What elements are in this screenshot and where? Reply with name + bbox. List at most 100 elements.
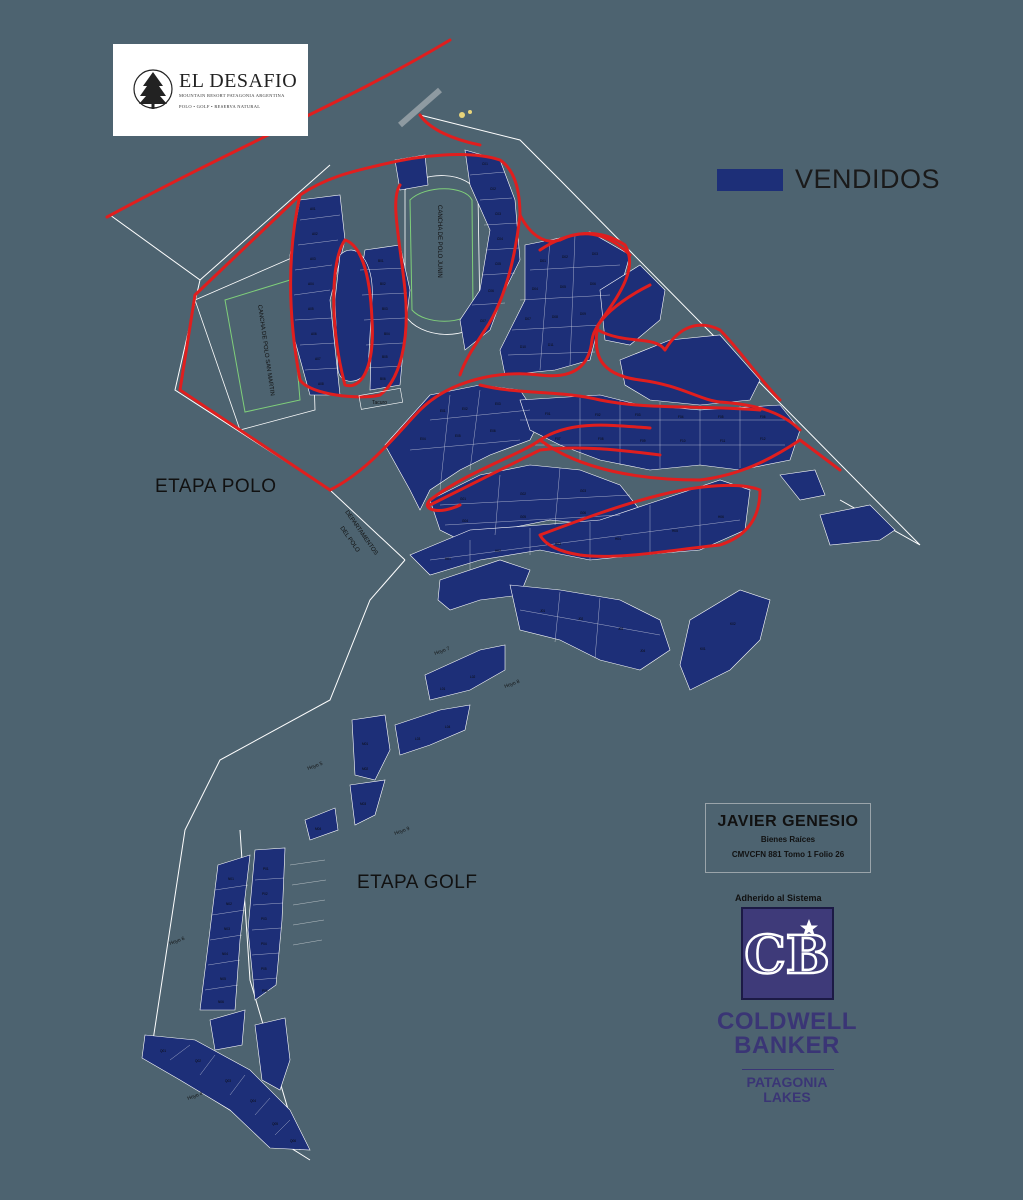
- svg-text:E06: E06: [490, 429, 496, 433]
- svg-text:D05: D05: [560, 285, 566, 289]
- svg-text:L01: L01: [440, 687, 446, 691]
- svg-text:F02: F02: [595, 413, 601, 417]
- svg-text:D09: D09: [580, 312, 586, 316]
- hoyo-label: Hoyo 4: [187, 1091, 204, 1102]
- svg-text:M03: M03: [360, 802, 366, 806]
- stage-polo-label: ETAPA POLO: [155, 476, 277, 497]
- agent-line1: Bienes Raíces: [760, 835, 816, 844]
- svg-text:D01: D01: [540, 259, 546, 263]
- legend-label: VENDIDOS: [795, 164, 941, 194]
- logo-subtitle: MOUNTAIN RESORT PATAGONIA ARGENTINA: [179, 93, 285, 98]
- svg-text:E05: E05: [455, 434, 461, 438]
- svg-text:D03: D03: [592, 252, 598, 256]
- svg-text:H01: H01: [445, 557, 451, 561]
- svg-text:D11: D11: [548, 343, 554, 347]
- svg-text:D10: D10: [520, 345, 526, 349]
- sold-lots: [141, 149, 896, 1151]
- svg-text:B03: B03: [382, 307, 388, 311]
- svg-text:H04: H04: [615, 537, 621, 541]
- el-desafio-logo: EL DESAFIO MOUNTAIN RESORT PATAGONIA ARG…: [113, 44, 308, 136]
- tree-icon: [133, 69, 173, 109]
- logo-title: EL DESAFIO: [179, 70, 298, 92]
- svg-text:G02: G02: [520, 492, 526, 496]
- brand-sub-line1: PATAGONIA: [746, 1074, 828, 1090]
- svg-text:B06: B06: [380, 377, 386, 381]
- svg-text:E03: E03: [495, 402, 501, 406]
- svg-text:G03: G03: [580, 489, 586, 493]
- brand-name-line2: BANKER: [734, 1032, 840, 1059]
- svg-text:A06: A06: [311, 332, 317, 336]
- hoyo-label: Hoyo 9: [394, 826, 411, 837]
- svg-text:F05: F05: [718, 415, 724, 419]
- svg-text:A07: A07: [315, 357, 321, 361]
- svg-text:F07: F07: [555, 437, 561, 441]
- svg-text:H06: H06: [718, 515, 724, 519]
- svg-text:M01: M01: [362, 742, 368, 746]
- cancha-junin-label: CANCHA DE POLO JUNIN: [436, 205, 442, 278]
- svg-text:C07: C07: [480, 319, 486, 323]
- svg-text:K02: K02: [730, 622, 736, 626]
- svg-text:D08: D08: [552, 315, 558, 319]
- svg-text:J04: J04: [640, 649, 645, 653]
- svg-text:C02: C02: [490, 187, 496, 191]
- hoyo-label: Hoyo 8: [504, 679, 521, 690]
- svg-text:P03: P03: [261, 917, 267, 921]
- svg-text:P02: P02: [262, 892, 268, 896]
- svg-text:J01: J01: [540, 609, 545, 613]
- brand-name-line1: COLDWELL: [717, 1008, 857, 1035]
- svg-text:Q05: Q05: [272, 1122, 278, 1126]
- svg-text:Q02: Q02: [195, 1059, 201, 1063]
- svg-text:G01: G01: [460, 497, 466, 501]
- legend-swatch-sold: [717, 168, 783, 191]
- svg-text:Q04: Q04: [250, 1099, 256, 1103]
- svg-text:C01: C01: [482, 162, 488, 166]
- svg-text:C06: C06: [488, 289, 494, 293]
- svg-text:A08: A08: [318, 382, 324, 386]
- brand-divider: [742, 1069, 834, 1070]
- svg-text:E01: E01: [440, 409, 446, 413]
- svg-text:L02: L02: [470, 675, 476, 679]
- svg-text:J02: J02: [578, 617, 583, 621]
- svg-text:C05: C05: [495, 262, 501, 266]
- hoyo-label: Hoyo 6: [169, 936, 186, 947]
- tacuro-label: Tacuro: [372, 400, 387, 406]
- coldwell-banker-logo: CB: [741, 907, 834, 1000]
- svg-text:F09: F09: [640, 439, 646, 443]
- hoyo-label: Hoyo 7: [434, 646, 451, 657]
- svg-text:N04: N04: [222, 952, 228, 956]
- svg-text:F08: F08: [598, 437, 604, 441]
- brand-subtitle: PATAGONIA LAKES: [720, 1075, 854, 1105]
- svg-text:F10: F10: [680, 439, 686, 443]
- adherido-label: Adherido al Sistema: [735, 893, 822, 903]
- svg-text:D02: D02: [562, 255, 568, 259]
- svg-text:Q06: Q06: [290, 1139, 296, 1143]
- svg-text:D04: D04: [532, 287, 538, 291]
- svg-text:F11: F11: [720, 439, 725, 443]
- svg-text:M04: M04: [315, 827, 321, 831]
- svg-text:G05: G05: [520, 515, 526, 519]
- roads: [105, 38, 842, 558]
- logo-tagline: POLO • GOLF • RESERVA NATURAL: [179, 104, 261, 109]
- svg-text:G04: G04: [462, 519, 468, 523]
- svg-text:M02: M02: [362, 767, 368, 771]
- svg-text:B01: B01: [378, 259, 384, 263]
- svg-text:B02: B02: [380, 282, 386, 286]
- svg-text:H02: H02: [495, 549, 501, 553]
- svg-text:L03: L03: [415, 737, 421, 741]
- svg-text:Q03: Q03: [225, 1079, 231, 1083]
- cb-monogram: CB: [744, 925, 829, 986]
- svg-text:B05: B05: [382, 355, 388, 359]
- agent-card: JAVIER GENESIO Bienes Raíces CMVCFN 881 …: [705, 803, 871, 873]
- svg-text:N06: N06: [218, 1000, 224, 1004]
- svg-text:F12: F12: [760, 437, 766, 441]
- star-icon: [800, 919, 818, 936]
- svg-text:D06: D06: [590, 282, 596, 286]
- svg-text:H05: H05: [672, 529, 678, 533]
- svg-text:E04: E04: [420, 437, 426, 441]
- svg-text:A02: A02: [312, 232, 318, 236]
- brand-sub-line2: LAKES: [763, 1089, 811, 1105]
- svg-text:Q01: Q01: [160, 1049, 166, 1053]
- svg-text:P05: P05: [261, 967, 267, 971]
